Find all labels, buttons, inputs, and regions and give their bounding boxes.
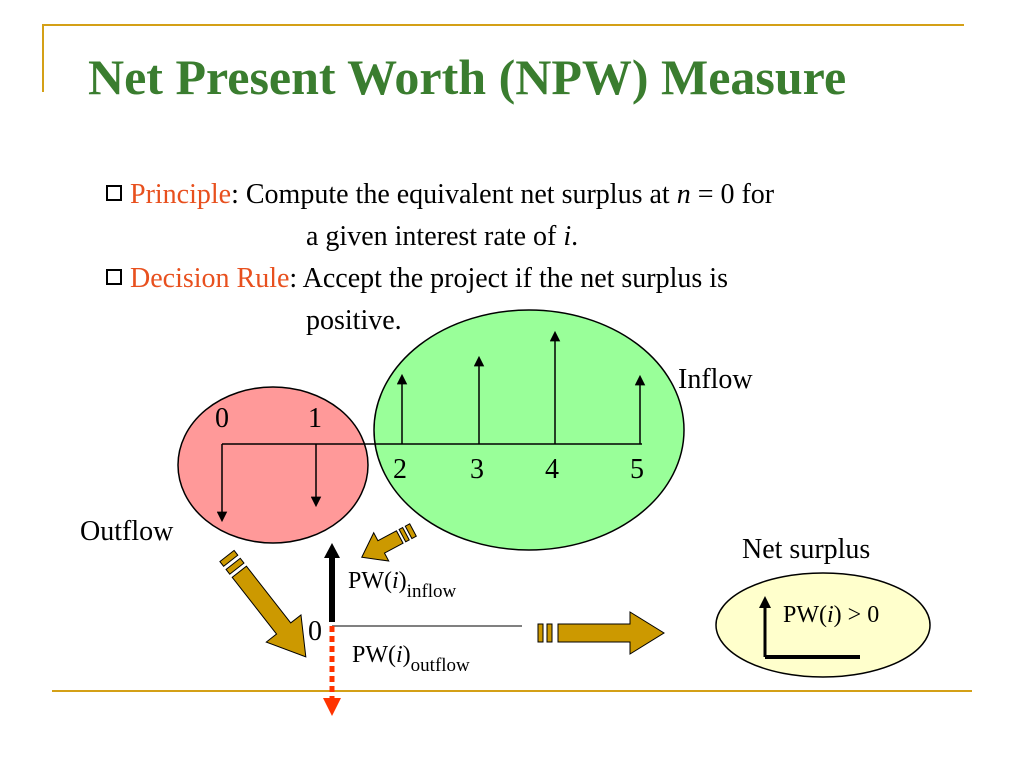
outflow-ellipse xyxy=(177,386,369,544)
principle-text-c: a given interest rate of xyxy=(306,221,564,252)
net-axis-arrowhead-icon xyxy=(759,596,771,608)
pw-inflow-arrowhead-icon xyxy=(324,543,340,558)
checkbox-bullet-icon xyxy=(106,269,122,285)
decision-rule-continuation: positive. xyxy=(306,305,402,336)
slide-title: Net Present Worth (NPW) Measure xyxy=(88,49,847,105)
var-n: n xyxy=(676,179,691,210)
period-label-4: 4 xyxy=(545,454,559,485)
outflow-label: Outflow xyxy=(80,516,174,547)
principle-text-d: . xyxy=(571,221,579,252)
pw-outflow-label: PW(i)outflow xyxy=(352,642,470,676)
inflow-ellipse xyxy=(373,309,685,551)
inflow-label: Inflow xyxy=(678,364,753,395)
gold-arrow-inflow-icon xyxy=(361,523,417,562)
pw-outflow-arrowhead-icon xyxy=(323,698,341,716)
frame-top-rule xyxy=(42,24,964,26)
frame-bottom-rule xyxy=(52,690,972,692)
period-label-0: 0 xyxy=(215,403,229,434)
var-i: i xyxy=(563,221,572,252)
pw-positive-label: PW(i) > 0 xyxy=(783,602,879,628)
principle-text-b: = 0 for xyxy=(690,179,775,210)
gold-arrow-net-icon xyxy=(537,611,665,655)
frame-left-rule xyxy=(42,24,44,92)
principle-continuation: a given interest rate of i. xyxy=(306,216,578,258)
bullet-decision-rule: Decision Rule: Accept the project if the… xyxy=(106,258,728,300)
checkbox-bullet-icon xyxy=(106,185,122,201)
bullet-principle: Principle: Compute the equivalent net su… xyxy=(106,174,774,216)
period-label-3: 3 xyxy=(470,454,484,485)
principle-text-a: : Compute the equivalent net surplus at xyxy=(231,179,677,210)
decision-rule-term: Decision Rule xyxy=(130,263,290,294)
decision-rule-text: : Accept the project if the net surplus … xyxy=(289,263,728,294)
pw-inflow-label: PW(i)inflow xyxy=(348,568,457,602)
period-label-5: 5 xyxy=(630,454,644,485)
pw-zero-label: 0 xyxy=(308,616,322,647)
period-label-2: 2 xyxy=(393,454,407,485)
gold-arrow-outflow-icon xyxy=(219,549,307,658)
net-surplus-ellipse xyxy=(715,572,931,678)
period-label-1: 1 xyxy=(308,403,322,434)
principle-term: Principle xyxy=(130,179,232,210)
net-surplus-label: Net surplus xyxy=(742,534,870,565)
